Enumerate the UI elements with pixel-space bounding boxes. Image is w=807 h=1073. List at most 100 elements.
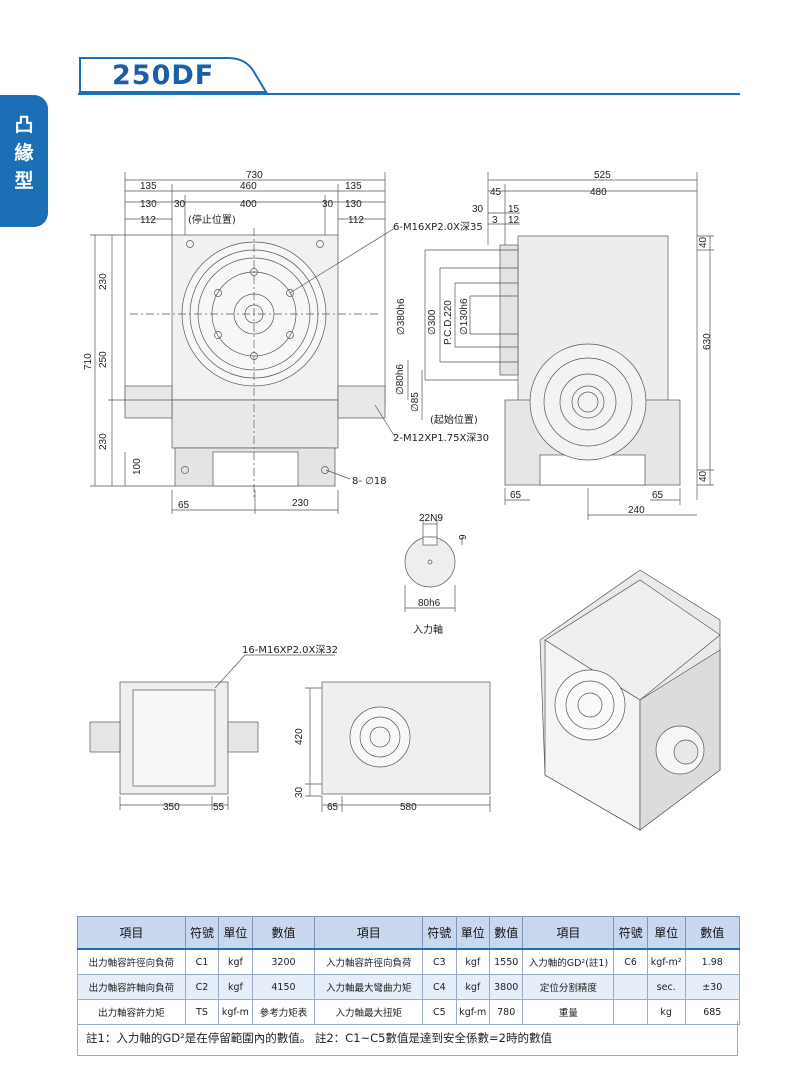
technical-drawing: 730 135 460 135 130 30 400 30 130 112 11… — [83, 170, 721, 831]
label-tapped-holes: 6-M16XP2.0X深35 — [393, 221, 483, 233]
table-cell: 685 — [684, 999, 741, 1025]
table-cell: C3 — [422, 948, 457, 975]
table-cell: sec. — [646, 974, 686, 1000]
label-input-shaft: 入力軸 — [413, 623, 443, 636]
dim-right-c: 112 — [348, 215, 364, 226]
page-title: 250DF — [112, 60, 215, 91]
dim-center-b: 400 — [240, 199, 257, 210]
col-header: 符號 — [422, 916, 457, 950]
col-header: 單位 — [646, 916, 686, 950]
dim-side-foot-right: 65 — [652, 490, 664, 501]
dim-left-a: 130 — [140, 199, 157, 210]
side-view — [424, 172, 714, 520]
table-footnote: 註1：入力軸的GD²是在停留範圍內的數值。 註2：C1~C5數值是達到安全係數=… — [77, 1021, 738, 1056]
dim-overall-width: 730 — [246, 170, 263, 181]
dim-height-total: 710 — [83, 353, 94, 370]
dim-side-offset: 45 — [490, 187, 502, 198]
title-rule — [78, 93, 740, 95]
table-cell: kg — [646, 999, 686, 1025]
front-view — [90, 172, 423, 514]
dim-pcd220: P.C.D.220 — [443, 300, 454, 345]
dim-side-height: 630 — [702, 333, 713, 350]
dim-shaft-depth: 9 — [458, 534, 469, 540]
dim-side-base: 240 — [628, 505, 645, 516]
col-header: 項目 — [522, 916, 615, 950]
dim-side-body: 480 — [590, 187, 607, 198]
col-header: 單位 — [218, 916, 253, 950]
category-char-2: 緣 — [14, 142, 34, 164]
dim-side-c: 3 — [492, 215, 498, 226]
dim-shaft-key: 22N9 — [419, 513, 443, 524]
label-mount-holes: 8- ∅18 — [352, 476, 387, 487]
table-cell: 780 — [488, 999, 524, 1025]
col-header: 符號 — [184, 916, 220, 950]
dim-lower-right-h: 420 — [294, 728, 305, 745]
dim-d130: ∅130h6 — [459, 298, 470, 335]
table-cell: C2 — [184, 974, 220, 1000]
category-char-3: 型 — [14, 170, 34, 192]
col-header: 數值 — [251, 916, 316, 950]
table-cell: C5 — [422, 999, 457, 1025]
table-cell: kgf — [455, 974, 490, 1000]
isometric-view — [539, 569, 721, 831]
dim-left-c: 112 — [140, 215, 156, 226]
table-row: 出力軸容許力矩 TS kgf-m 參考力矩表 入力軸最大扭矩 C5 kgf-m … — [77, 999, 741, 1025]
dim-side-top40: 40 — [698, 236, 709, 248]
dim-side-a: 30 — [472, 204, 484, 215]
table-cell: kgf-m — [455, 999, 490, 1025]
dim-d80: ∅80h6 — [395, 364, 406, 395]
table-cell — [613, 999, 648, 1025]
col-header: 項目 — [77, 916, 186, 950]
table-cell: kgf-m — [218, 999, 253, 1025]
dim-d85: ∅85 — [410, 392, 421, 412]
table-cell: 入力軸最大彎曲力矩 — [314, 974, 424, 1000]
table-cell: kgf — [218, 948, 253, 975]
table-cell: 入力軸容許徑向負荷 — [314, 948, 424, 975]
dim-h-foot: 100 — [132, 458, 143, 475]
table-cell: 3800 — [488, 974, 524, 1000]
category-tab: 凸 緣 型 — [0, 95, 48, 227]
dim-h-mid: 250 — [98, 351, 109, 368]
table-cell: C1 — [184, 948, 220, 975]
table-header-row: 項目 符號 單位 數值 項目 符號 單位 數值 項目 符號 單位 數值 — [77, 916, 741, 950]
dim-right-b: 30 — [322, 199, 334, 210]
title-banner — [79, 57, 268, 93]
dim-lower-right-foot: 30 — [294, 786, 305, 798]
table-cell: 出力軸容許力矩 — [77, 999, 186, 1025]
col-header: 符號 — [613, 916, 648, 950]
input-shaft-view — [404, 520, 463, 612]
dim-side-d: 12 — [508, 215, 520, 226]
table-cell: 入力軸最大扭矩 — [314, 999, 424, 1025]
table-cell: kgf — [455, 948, 490, 975]
dim-lower-right-off: 65 — [327, 802, 339, 813]
table-cell: kgf — [218, 974, 253, 1000]
table-cell: 1.98 — [684, 948, 741, 975]
table-cell: C4 — [422, 974, 457, 1000]
dim-center: 460 — [240, 181, 257, 192]
table-cell: 4150 — [251, 974, 316, 1000]
table-cell: 重量 — [522, 999, 615, 1025]
table-cell: 定位分割精度 — [522, 974, 615, 1000]
col-header: 數值 — [684, 916, 741, 950]
dim-lower-right-w: 580 — [400, 802, 417, 813]
dim-right-a: 130 — [345, 199, 362, 210]
category-char-1: 凸 — [14, 114, 34, 136]
dim-shaft-diameter: 80h6 — [418, 598, 441, 609]
label-side-tap: 2-M12XP1.75X深30 — [393, 432, 489, 444]
table-cell: kgf-m² — [646, 948, 686, 975]
label-top-tap: 16-M16XP2.0X深32 — [242, 644, 338, 656]
col-header: 單位 — [455, 916, 490, 950]
table-cell: 出力軸容許軸向負荷 — [77, 974, 186, 1000]
label-start-position: (起始位置) — [430, 413, 478, 426]
table-cell: 3200 — [251, 948, 316, 975]
dim-left-shaft: 135 — [140, 181, 157, 192]
lower-left-view — [89, 654, 335, 810]
table-cell: 1550 — [488, 948, 524, 975]
table-cell: 參考力矩表 — [251, 999, 316, 1025]
dim-side-bot40: 40 — [698, 470, 709, 482]
dim-h-top: 230 — [98, 273, 109, 290]
dim-lower-left-w: 350 — [163, 802, 180, 813]
dim-side-overall: 525 — [594, 170, 611, 181]
table-row: 出力軸容許軸向負荷 C2 kgf 4150 入力軸最大彎曲力矩 C4 kgf 3… — [77, 974, 741, 1000]
col-header: 數值 — [488, 916, 524, 950]
